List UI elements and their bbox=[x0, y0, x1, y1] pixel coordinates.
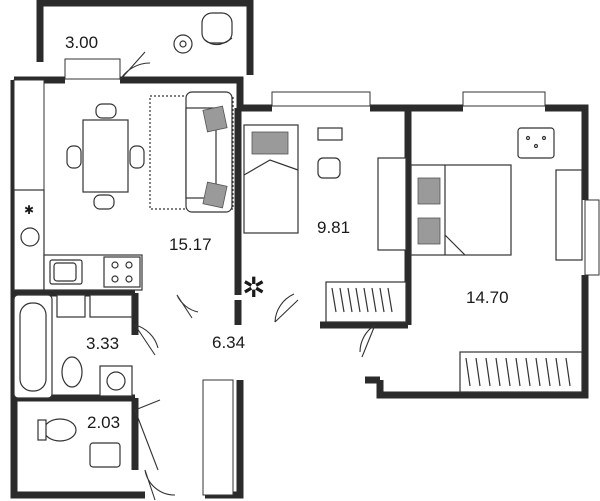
closet-hangers bbox=[331, 287, 393, 313]
window-bedroom-top bbox=[462, 91, 546, 107]
window-kitchen bbox=[13, 79, 45, 191]
chair-bottom bbox=[93, 194, 115, 210]
stove bbox=[103, 256, 141, 288]
bathroom-furniture bbox=[13, 294, 133, 399]
chair-top bbox=[95, 103, 117, 119]
door-bathroom bbox=[134, 324, 159, 356]
area-large-bedroom: 14.70 bbox=[466, 288, 509, 307]
door-living bbox=[176, 294, 199, 319]
desk-chair bbox=[317, 157, 341, 179]
area-small-bedroom: 9.81 bbox=[317, 218, 350, 237]
interior-walls bbox=[14, 108, 412, 470]
burner-1 bbox=[111, 261, 119, 269]
bathroom-cabinet bbox=[89, 294, 133, 318]
bed-blanket-fold bbox=[243, 159, 299, 176]
table-inner bbox=[179, 40, 187, 48]
toilet-sink bbox=[89, 442, 121, 468]
toilet-furniture bbox=[37, 418, 121, 468]
chair-back bbox=[204, 37, 233, 46]
exterior-wall-right bbox=[376, 275, 589, 399]
burner-3 bbox=[111, 275, 119, 283]
dresser-knob-2 bbox=[541, 135, 547, 141]
area-bathroom: 3.33 bbox=[86, 334, 119, 353]
sofa-cushion-bottom bbox=[202, 181, 228, 209]
area-labels: 3.00 15.17 9.81 14.70 3.33 6.34 2.03 bbox=[65, 33, 509, 432]
sink-basin bbox=[53, 262, 77, 282]
bathroom-sink bbox=[56, 294, 86, 318]
dresser-knob-1 bbox=[525, 135, 531, 141]
washing-machine bbox=[20, 227, 40, 247]
area-hallway: 6.34 bbox=[212, 333, 245, 352]
burner-4 bbox=[125, 275, 133, 283]
balcony-chair bbox=[201, 12, 233, 44]
balcony-table bbox=[173, 34, 193, 54]
toilet-bowl bbox=[43, 418, 77, 442]
area-living-kitchen: 15.17 bbox=[169, 235, 212, 254]
toilet-tank bbox=[37, 419, 47, 441]
exterior-wall-top-mid bbox=[120, 76, 272, 112]
exterior-wall-corner bbox=[545, 104, 589, 200]
area-toilet: 2.03 bbox=[87, 413, 120, 432]
wardrobe-large bbox=[555, 169, 583, 261]
closet-bedroom-hangers bbox=[465, 357, 571, 387]
door-toilet bbox=[134, 399, 161, 471]
door-balcony bbox=[119, 51, 151, 81]
bed-pillow bbox=[251, 131, 289, 155]
dining-set bbox=[66, 103, 145, 210]
desk bbox=[317, 127, 343, 141]
double-bed-fold bbox=[444, 165, 466, 256]
window-hall bbox=[202, 379, 234, 496]
pillow-bottom bbox=[417, 217, 441, 245]
window-balcony bbox=[64, 58, 121, 80]
dresser-knob-3 bbox=[533, 143, 539, 149]
closet-bedroom bbox=[459, 351, 583, 393]
door-entrance bbox=[144, 469, 176, 501]
kitchen-furniture: ✱ bbox=[13, 189, 143, 291]
door-small-bedroom bbox=[274, 293, 299, 323]
sofa bbox=[149, 91, 234, 213]
area-balcony: 3.00 bbox=[65, 33, 98, 52]
sink bbox=[49, 259, 83, 285]
pillow-top bbox=[417, 177, 441, 205]
dresser bbox=[517, 127, 555, 159]
burner-2 bbox=[125, 261, 133, 269]
balcony-wall bbox=[36, 0, 254, 75]
balcony-furniture bbox=[173, 12, 233, 54]
washer bbox=[99, 365, 133, 397]
plant-icon: ✲ bbox=[242, 272, 265, 303]
large-bedroom-furniture bbox=[410, 127, 583, 393]
chair-left bbox=[66, 145, 82, 169]
chair-right bbox=[129, 145, 145, 169]
window-bedroom-right bbox=[584, 199, 600, 276]
wardrobe-small bbox=[377, 157, 407, 251]
window-small-bedroom bbox=[271, 91, 371, 107]
bathroom-toilet bbox=[61, 356, 83, 388]
dining-table bbox=[82, 119, 129, 193]
washer-drum bbox=[106, 371, 126, 391]
door-large-bedroom bbox=[359, 324, 376, 358]
small-bedroom-furniture: ✲ bbox=[242, 124, 407, 323]
fan-icon: ✱ bbox=[24, 203, 34, 217]
sofa-cushion-top bbox=[202, 105, 228, 133]
bathtub-inner bbox=[19, 302, 47, 392]
windows bbox=[13, 58, 600, 496]
doors bbox=[119, 51, 376, 501]
bathtub bbox=[13, 294, 53, 399]
